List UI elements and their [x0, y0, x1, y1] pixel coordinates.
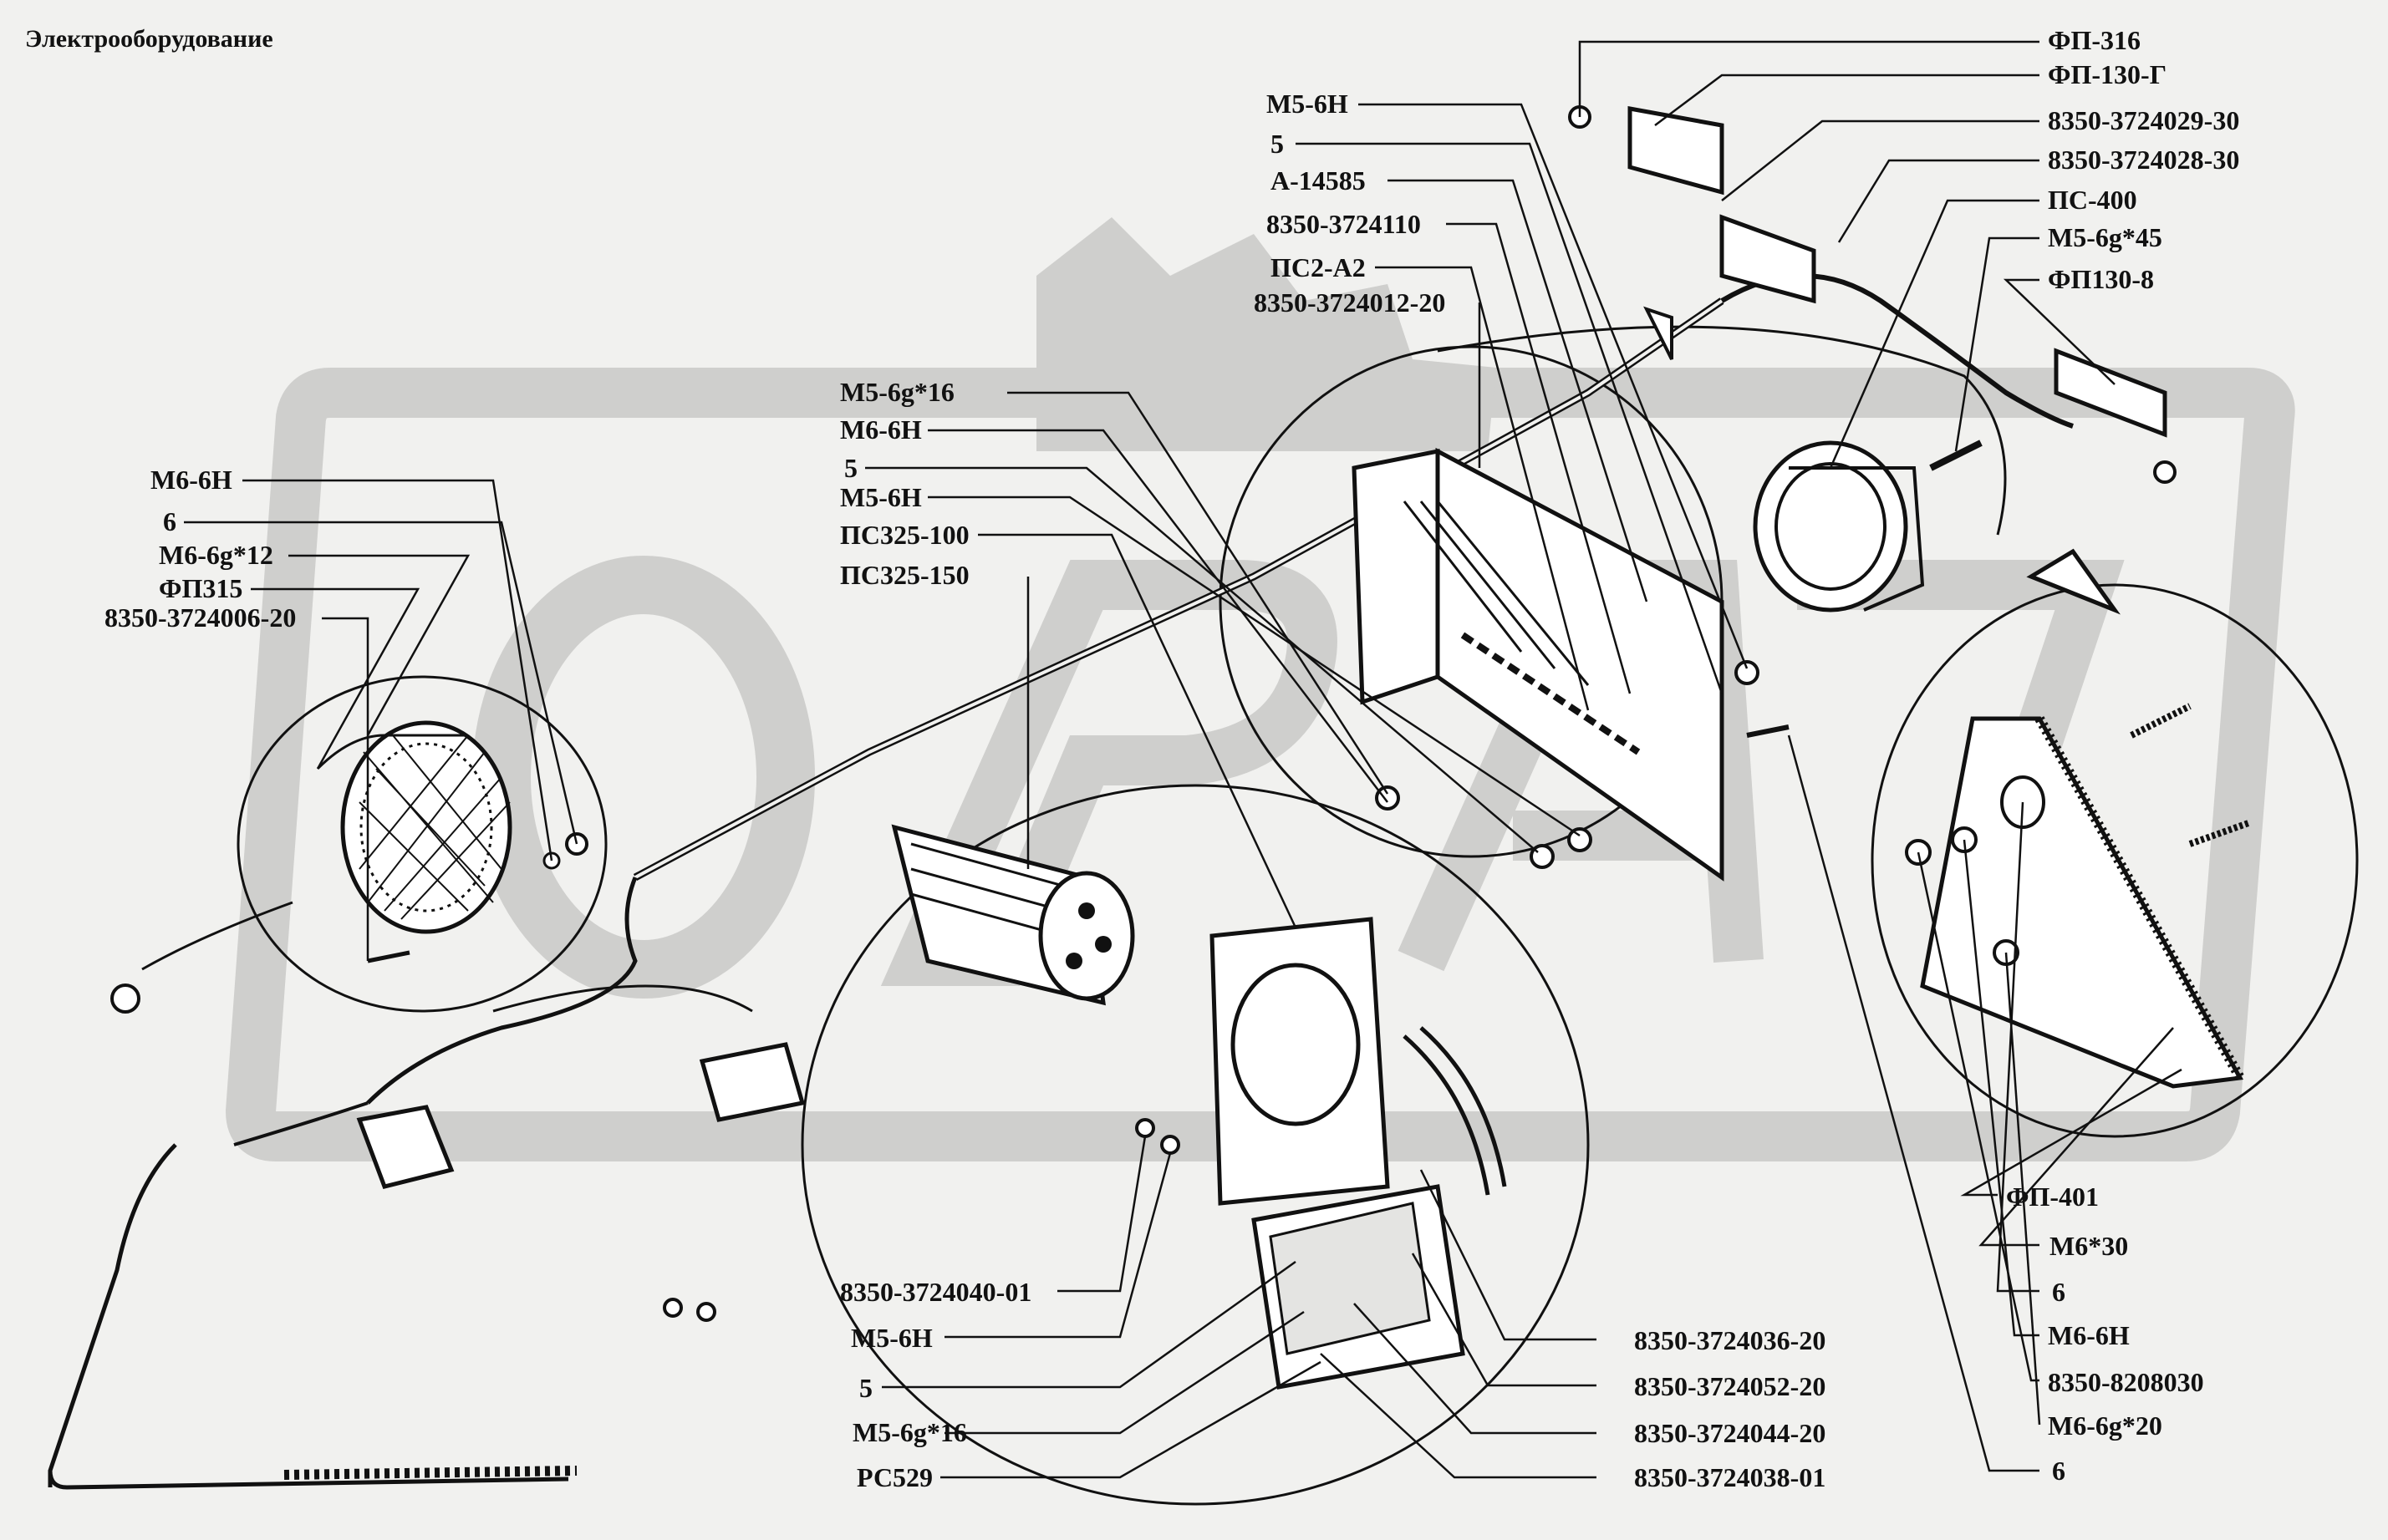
- page-title: Электрооборудование: [25, 25, 273, 53]
- leader-lines: [184, 40, 2182, 1479]
- label-8350-3724044-20: 8350-3724044-20: [1634, 1418, 1826, 1448]
- detail-bubbles: [141, 325, 2359, 1506]
- label-m6-6n-mid: М6-6Н: [840, 414, 922, 445]
- switch-valve: [283, 1042, 806, 1480]
- label-8350-3724052-20: 8350-3724052-20: [1634, 1371, 1826, 1401]
- label-6-left: 6: [163, 506, 176, 536]
- label-8350-3724040-01: 8350-3724040-01: [840, 1277, 1032, 1307]
- label-8350-3724028-30: 8350-3724028-30: [2048, 145, 2240, 175]
- label-m6-6g20: М6-6g*20: [2048, 1410, 2162, 1441]
- label-ps2-a2: ПС2-А2: [1270, 252, 1366, 282]
- label-fp-316: ФП-316: [2048, 25, 2141, 55]
- label-8350-3724036-20: 8350-3724036-20: [1634, 1325, 1826, 1355]
- label-8350-3724038-01: 8350-3724038-01: [1634, 1462, 1826, 1492]
- label-m6-6n-right: М6-6Н: [2048, 1320, 2130, 1350]
- label-fp-130-g: ФП-130-Г: [2048, 59, 2167, 89]
- label-m5-6n-mid: М5-6Н: [840, 482, 922, 512]
- label-m5-6g16-mid: М5-6g*16: [840, 377, 955, 407]
- label-m6-6n-left: М6-6Н: [150, 465, 232, 495]
- label-m5-6g45: М5-6g*45: [2048, 222, 2162, 252]
- label-m5-6n-top: М5-6Н: [1266, 89, 1348, 119]
- junction-box: [1352, 447, 1790, 882]
- label-a-14585: А-14585: [1270, 165, 1366, 196]
- label-8350-3724029-30: 8350-3724029-30: [2048, 105, 2240, 135]
- label-fp130-8: ФП130-8: [2048, 264, 2155, 294]
- side-lamps: [1568, 105, 2177, 615]
- center-socket: [891, 824, 1507, 1390]
- label-ps325-150: ПС325-150: [840, 560, 970, 590]
- pc400-lamp: [1753, 440, 1983, 612]
- label-m6-6g12: М6-6g*12: [159, 540, 273, 570]
- label-8350-3724012-20: 8350-3724012-20: [1254, 287, 1446, 318]
- label-m5-6n-bottom: М5-6Н: [851, 1323, 933, 1353]
- label-8350-8208030: 8350-8208030: [2048, 1367, 2204, 1397]
- label-8350-3724006-20: 8350-3724006-20: [104, 602, 297, 633]
- label-5-top: 5: [1270, 129, 1284, 159]
- label-fp-401: ФП-401: [2006, 1182, 2100, 1212]
- label-8350-3724110: 8350-3724110: [1266, 209, 1421, 239]
- label-fp315: ФП315: [159, 573, 243, 603]
- label-m6-30: М6*30: [2049, 1231, 2129, 1261]
- label-6-right-2: 6: [2052, 1456, 2065, 1486]
- label-ps-400: ПС-400: [2048, 185, 2137, 215]
- reflector-plate: [1905, 703, 2250, 1089]
- label-m5-6g16-bottom: М5-6g*16: [853, 1417, 967, 1447]
- left-lamp: [110, 720, 588, 1014]
- label-5-mid: 5: [844, 453, 858, 483]
- label-5-bottom: 5: [859, 1373, 873, 1403]
- label-ps325-100: ПС325-100: [840, 520, 970, 550]
- label-rs529: РС529: [857, 1462, 934, 1492]
- label-6-right-1: 6: [2052, 1277, 2065, 1307]
